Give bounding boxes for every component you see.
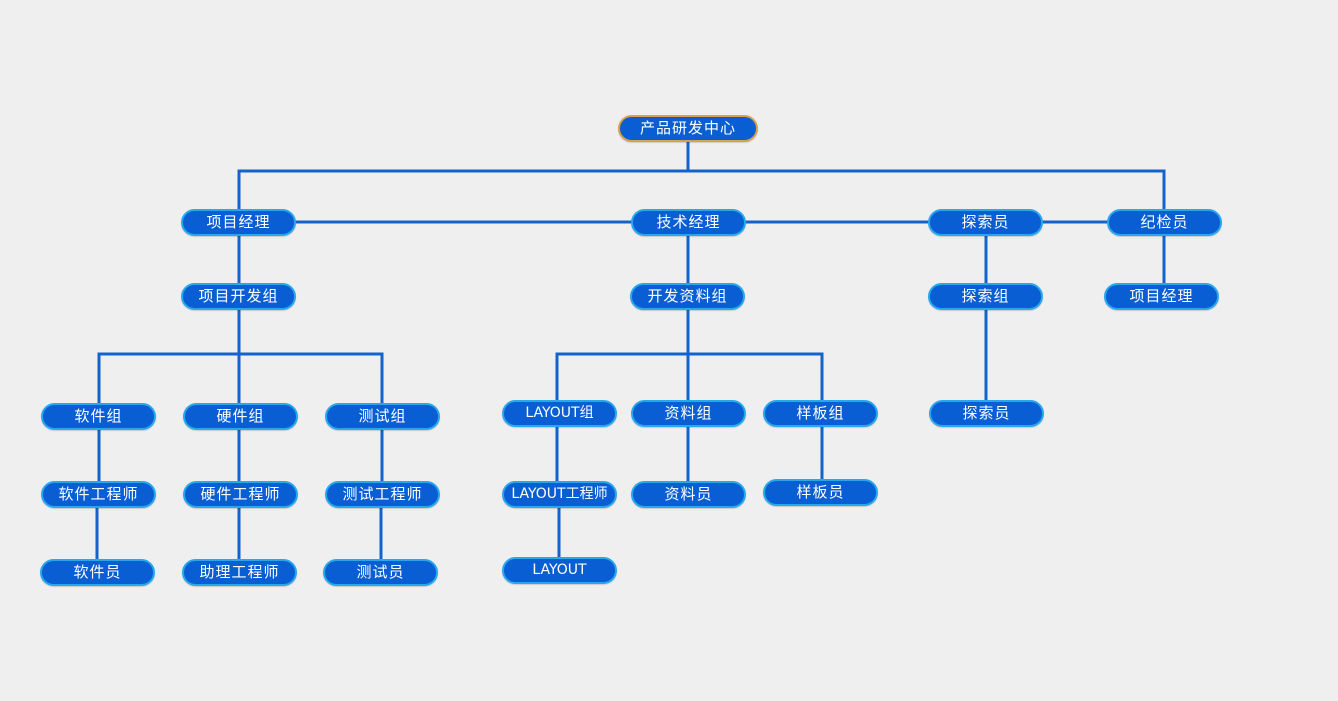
node-layout-group: LAYOUT组 (502, 400, 617, 427)
node-inspector: 纪检员 (1107, 209, 1222, 236)
node-sample-group: 样板组 (763, 400, 878, 427)
node-hardware-group: 硬件组 (183, 403, 298, 430)
node-explorer: 探索员 (928, 209, 1043, 236)
node-test-staff: 测试员 (323, 559, 438, 586)
node-tech-manager: 技术经理 (631, 209, 746, 236)
node-layout-staff: LAYOUT (502, 557, 617, 584)
node-explorer-staff: 探索员 (929, 400, 1044, 427)
node-hardware-engineer: 硬件工程师 (183, 481, 298, 508)
node-data-group: 资料组 (631, 400, 746, 427)
node-sample-staff: 样板员 (763, 479, 878, 506)
node-inspector-project-manager: 项目经理 (1104, 283, 1219, 310)
node-test-group: 测试组 (325, 403, 440, 430)
node-project-manager: 项目经理 (181, 209, 296, 236)
node-explore-group: 探索组 (928, 283, 1043, 310)
node-project-dev-group: 项目开发组 (181, 283, 296, 310)
node-layout-engineer: LAYOUT工程师 (502, 481, 617, 508)
node-dev-data-group: 开发资料组 (630, 283, 745, 310)
node-software-group: 软件组 (41, 403, 156, 430)
node-software-engineer: 软件工程师 (41, 481, 156, 508)
node-product-rd-center: 产品研发中心 (618, 115, 758, 142)
node-data-staff: 资料员 (631, 481, 746, 508)
node-software-staff: 软件员 (40, 559, 155, 586)
node-test-engineer: 测试工程师 (325, 481, 440, 508)
node-assistant-engineer: 助理工程师 (182, 559, 297, 586)
